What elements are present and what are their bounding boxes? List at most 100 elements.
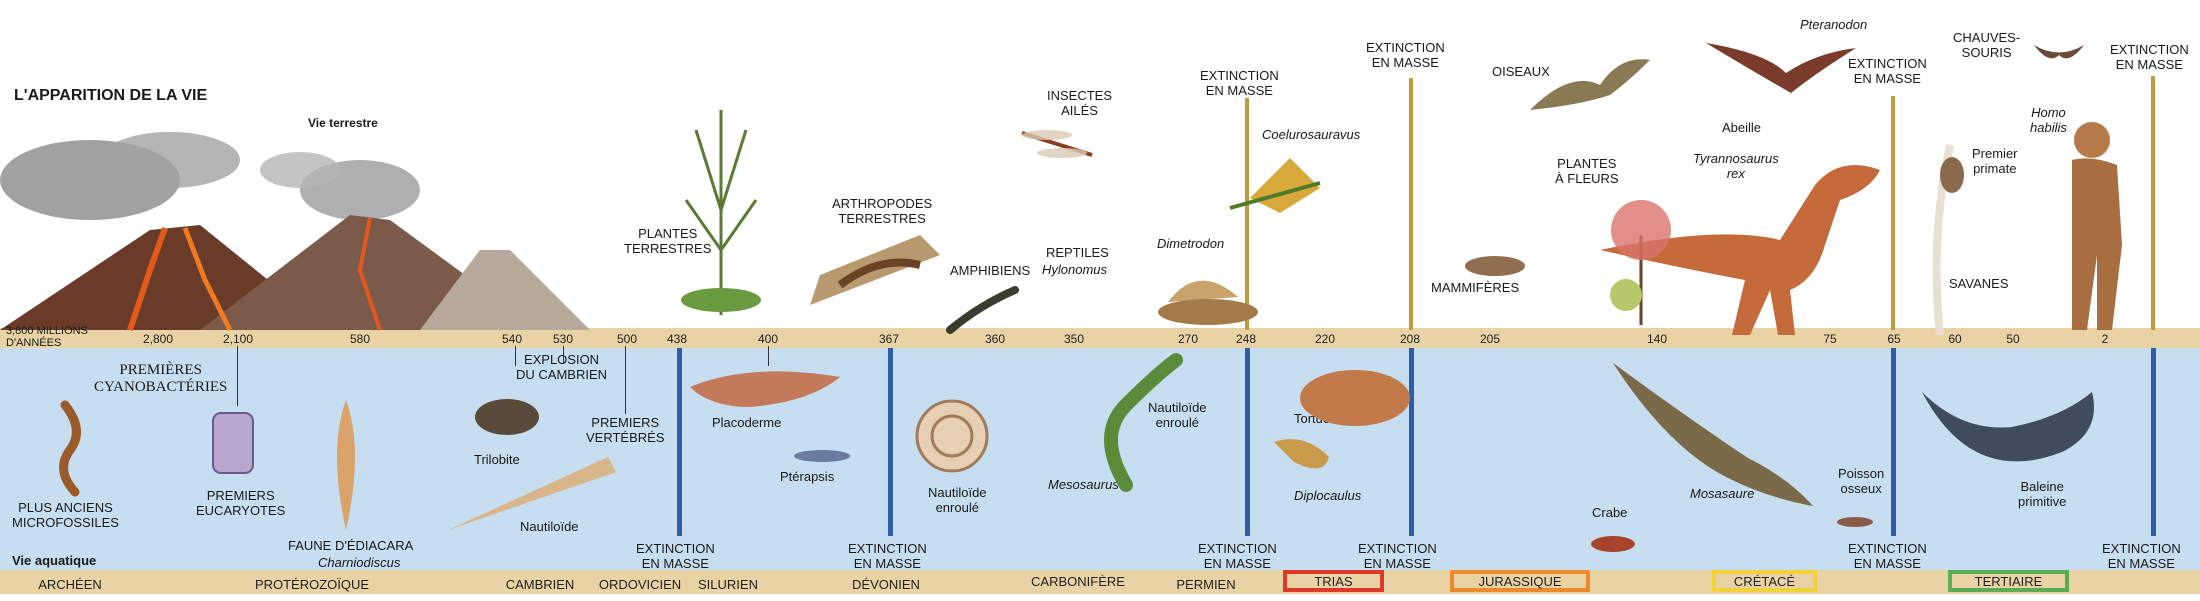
extinction-label-cretace-bottom: EXTINCTION EN MASSE [1848, 541, 1927, 571]
label-pterapsis: Ptérapsis [780, 469, 835, 484]
bat-illustration [2034, 45, 2084, 59]
tick-530 [563, 346, 564, 364]
page-title: L'APPARITION DE LA VIE [14, 87, 208, 104]
label-hylonomus: Hylonomus [1042, 262, 1108, 277]
label-ediacara: FAUNE D'ÉDIACARA [288, 538, 414, 553]
year-350: 350 [1063, 332, 1085, 346]
pteranodon-illustration [1706, 43, 1856, 93]
year-65: 65 [1887, 332, 1901, 346]
label-nautiloide: Nautiloïde [520, 519, 579, 534]
amphibian-illustration [946, 286, 1019, 334]
tick-540 [515, 346, 516, 366]
extinction-line-ordovicien [677, 348, 682, 536]
year-208: 208 [1399, 332, 1421, 346]
dragonfly-illustration [1021, 130, 1093, 158]
label-insectes: INSECTES AILÉS [1047, 88, 1113, 118]
water-band [0, 348, 2200, 570]
label-coelurosauravus: Coelurosauravus [1262, 127, 1361, 142]
year-140: 140 [1646, 332, 1668, 346]
extinction-label-recent-top: EXTINCTION EN MASSE [2110, 42, 2189, 72]
period-permien: PERMIEN [1176, 577, 1236, 592]
year-580: 580 [349, 332, 371, 346]
year-50: 50 [2006, 332, 2020, 346]
eucaryote-illustration [212, 412, 254, 474]
charniodiscus-illustration [337, 400, 355, 530]
label-nautiloide-enroule: Nautiloïde enroulé [928, 485, 987, 515]
label-pteranodon: Pteranodon [1800, 17, 1868, 32]
extinction-line-cretace-land [1891, 96, 1895, 330]
label-explosion: EXPLOSION DU CAMBRIEN [516, 352, 608, 382]
tick-500 [625, 346, 626, 414]
label-savanes: SAVANES [1949, 276, 2009, 291]
extinction-line-cretace-water [1891, 348, 1896, 536]
period-silurien: SILURIEN [698, 577, 758, 592]
placoderm-illustration [690, 371, 840, 407]
label-placoderme: Placoderme [712, 415, 782, 430]
label-reptiles: REPTILES [1046, 245, 1109, 260]
flower-tree-illustration [1610, 200, 1671, 325]
label-arthropodes: ARTHROPODES TERRESTRES [832, 196, 933, 226]
label-oiseaux: OISEAUX [1492, 64, 1550, 79]
label-plantes-fleurs: PLANTES À FLEURS [1555, 156, 1619, 186]
primate-tree-illustration [1932, 144, 1964, 336]
label-mosasaure: Mosasaure [1690, 486, 1755, 501]
period-proterozoique: PROTÉROZOÏQUE [254, 577, 370, 592]
label-plantes-terrestres: PLANTES TERRESTRES [624, 226, 712, 256]
period-cretace-box: CRÉTACÉ [1712, 570, 1817, 592]
label-amphibiens: AMPHIBIENS [950, 263, 1031, 278]
label-vertebres: PREMIERS VERTÉBRÉS [586, 415, 665, 445]
period-trias: TRIAS [1314, 573, 1353, 589]
extinction-label-trias-top: EXTINCTION EN MASSE [1366, 40, 1445, 70]
extinction-label-cretace-top: EXTINCTION EN MASSE [1848, 56, 1927, 86]
year-205: 205 [1479, 332, 1501, 346]
label-mesosaurus: Mesosaurus [1048, 477, 1119, 492]
pterapsis-illustration [794, 450, 850, 462]
mosasaur-illustration [1613, 363, 1813, 506]
label-nautiloide-enroule-2: Nautiloïde enroulé [1148, 400, 1207, 430]
year-540: 540 [501, 332, 523, 346]
year-60: 60 [1948, 332, 1962, 346]
extinction-label-permien-top: EXTINCTION EN MASSE [1200, 68, 1279, 98]
extinction-line-permien-land [1245, 98, 1249, 330]
year-438: 438 [666, 332, 688, 346]
microfossil-illustration [59, 400, 81, 497]
arthropod-illustration [810, 235, 940, 305]
label-crabe: Crabe [1592, 505, 1628, 520]
period-jurassique: JURASSIQUE [1478, 573, 1562, 589]
label-baleine: Baleine primitive [2018, 479, 2067, 509]
label-homo: Homo habilis [2030, 105, 2067, 135]
trilobite-illustration [475, 399, 539, 435]
volcano-illustration [0, 132, 590, 332]
period-jurassique-box: JURASSIQUE [1450, 570, 1590, 592]
fish-illustration [1837, 517, 1873, 527]
extinction-line-devonien [888, 348, 893, 536]
year-2: 2 [2101, 332, 2109, 346]
label-charniodiscus: Charniodiscus [318, 555, 401, 570]
extinction-label-ordovicien: EXTINCTION EN MASSE [636, 541, 715, 571]
period-carbonifere: CARBONIFÈRE [1031, 574, 1125, 589]
year-start: 3,800 MILLIONS D'ANNÉES [6, 325, 88, 349]
ammonite-illustration [915, 399, 989, 473]
period-ordovicien: ORDOVICIEN [598, 577, 682, 592]
period-tertiaire-box: TERTIAIRE [1948, 570, 2069, 592]
extinction-line-trias-land [1409, 78, 1413, 330]
label-chauves-souris: CHAUVES- SOURIS [1953, 30, 2021, 60]
period-cambrien: CAMBRIEN [505, 577, 575, 592]
turtle-illustration [1300, 370, 1410, 426]
period-archeen: ARCHÉEN [38, 577, 102, 592]
diplocaulus-illustration [1274, 439, 1329, 469]
label-eucaryotes: PREMIERS EUCARYOTES [196, 488, 286, 518]
land-zone-label: Vie terrestre [308, 116, 378, 130]
year-270: 270 [1177, 332, 1199, 346]
coelurosauravus-illustration [1229, 158, 1321, 213]
crab-illustration [1591, 536, 1635, 552]
label-dimetrodon: Dimetrodon [1157, 236, 1225, 251]
year-220: 220 [1314, 332, 1336, 346]
extinction-label-recent-bottom: EXTINCTION EN MASSE [2102, 541, 2181, 571]
extinction-line-recent-land [2151, 76, 2155, 330]
label-cyanobacteries: PREMIÈRES CYANOBACTÉRIES [94, 362, 228, 395]
extinction-line-permien-water [1245, 348, 1250, 536]
plant-illustration [681, 110, 761, 315]
year-400: 400 [757, 332, 779, 346]
